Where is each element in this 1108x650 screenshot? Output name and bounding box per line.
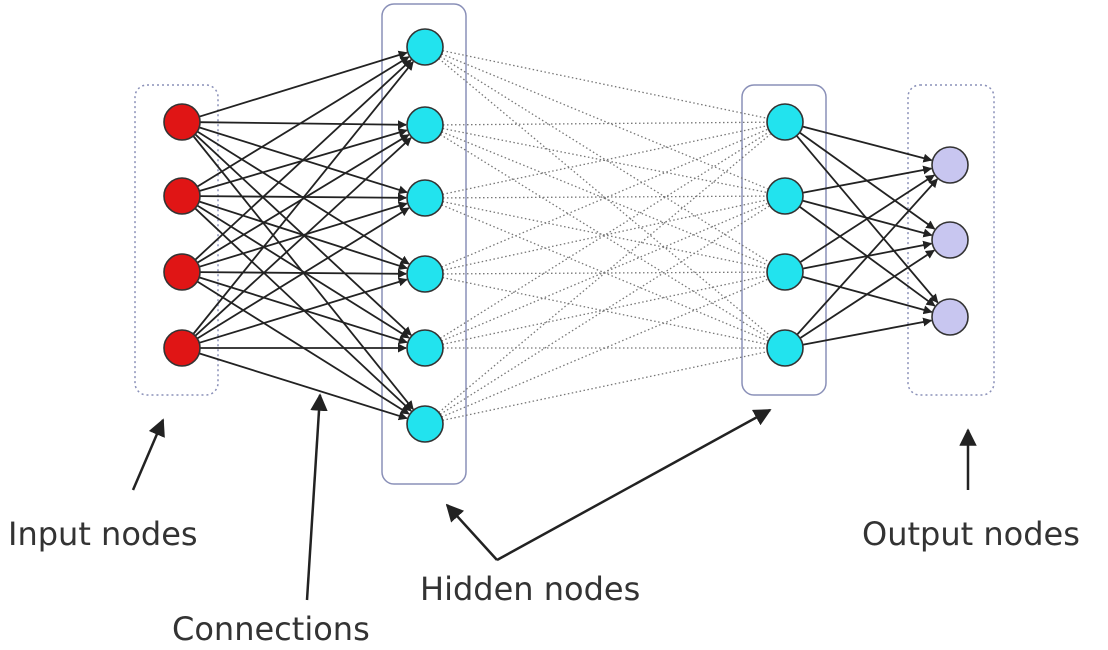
hidden-nodes-label: Hidden nodes bbox=[420, 570, 640, 608]
output-node-4-2 bbox=[931, 221, 969, 259]
hidden-node-3-4 bbox=[766, 329, 804, 367]
output-node-4-1 bbox=[931, 146, 969, 184]
connection-edge-3 bbox=[802, 125, 933, 163]
connection-edge-1 bbox=[198, 201, 408, 268]
connection-edge-1 bbox=[192, 61, 414, 335]
connection-edge-1 bbox=[198, 50, 408, 118]
output-nodes-label: Output nodes bbox=[862, 515, 1080, 553]
network-nodes bbox=[163, 28, 969, 443]
hidden-layer-2-box bbox=[741, 84, 827, 396]
connection-edge-1 bbox=[194, 59, 412, 261]
hidden-node-2-5 bbox=[406, 329, 444, 367]
connections-callout-arrow bbox=[305, 393, 328, 601]
connection-edge-2 bbox=[442, 195, 767, 199]
input-layer-box bbox=[134, 84, 219, 396]
hidden-node-2-2 bbox=[406, 106, 444, 144]
connection-edge-2 bbox=[442, 199, 767, 271]
hidden-node-2-6 bbox=[406, 405, 444, 443]
connection-edge-2 bbox=[442, 50, 767, 119]
hidden-callout-arrow-left bbox=[445, 503, 498, 561]
connection-edge-1 bbox=[198, 277, 408, 344]
connection-edge-2 bbox=[442, 271, 767, 275]
connection-edge-2 bbox=[442, 200, 767, 269]
input-callout-arrow bbox=[131, 418, 165, 491]
connection-edge-2 bbox=[438, 133, 771, 413]
connection-edge-3 bbox=[802, 317, 933, 346]
connection-edge-2 bbox=[442, 276, 767, 345]
connection-edges bbox=[192, 50, 939, 421]
hidden-callout-arrow-right bbox=[496, 408, 772, 562]
input-node-1-2 bbox=[163, 177, 201, 215]
output-node-4-3 bbox=[931, 298, 969, 336]
connection-edge-3 bbox=[799, 249, 935, 339]
connection-edge-2 bbox=[438, 58, 771, 337]
connection-edge-2 bbox=[441, 131, 768, 266]
connection-edge-1 bbox=[196, 56, 410, 188]
input-node-1-4 bbox=[163, 329, 201, 367]
connection-edge-3 bbox=[802, 165, 933, 194]
connection-edge-2 bbox=[441, 53, 768, 190]
hidden-node-3-1 bbox=[766, 103, 804, 141]
connection-edge-1 bbox=[194, 137, 412, 337]
connection-edge-2 bbox=[442, 125, 767, 195]
connection-edge-2 bbox=[439, 131, 770, 339]
connection-edge-3 bbox=[799, 174, 935, 263]
connection-edge-1 bbox=[198, 276, 408, 345]
hidden-node-3-2 bbox=[766, 177, 804, 215]
hidden-node-2-3 bbox=[406, 179, 444, 217]
connection-edge-2 bbox=[439, 133, 770, 339]
connections-label: Connections bbox=[172, 610, 370, 648]
connection-edge-1 bbox=[196, 207, 410, 340]
connection-edge-1 bbox=[199, 120, 407, 130]
hidden-node-2-4 bbox=[406, 255, 444, 293]
input-nodes-label: Input nodes bbox=[8, 515, 198, 553]
input-node-1-3 bbox=[163, 253, 201, 291]
output-layer-box bbox=[907, 84, 995, 396]
connection-edge-2 bbox=[442, 351, 767, 421]
hidden-node-3-3 bbox=[766, 253, 804, 291]
connection-edge-2 bbox=[439, 205, 770, 415]
connection-edge-2 bbox=[441, 128, 768, 268]
connection-edge-2 bbox=[442, 121, 767, 126]
connection-edge-2 bbox=[439, 55, 770, 263]
connection-edge-1 bbox=[198, 352, 408, 421]
connection-edge-1 bbox=[196, 204, 410, 339]
connection-edge-2 bbox=[442, 275, 767, 345]
connection-edge-2 bbox=[441, 278, 768, 418]
input-node-1-1 bbox=[163, 103, 201, 141]
connection-edge-2 bbox=[441, 202, 768, 342]
hidden-layer-1-box bbox=[381, 3, 467, 485]
hidden-node-2-1 bbox=[406, 28, 444, 66]
connection-edge-3 bbox=[796, 178, 938, 336]
